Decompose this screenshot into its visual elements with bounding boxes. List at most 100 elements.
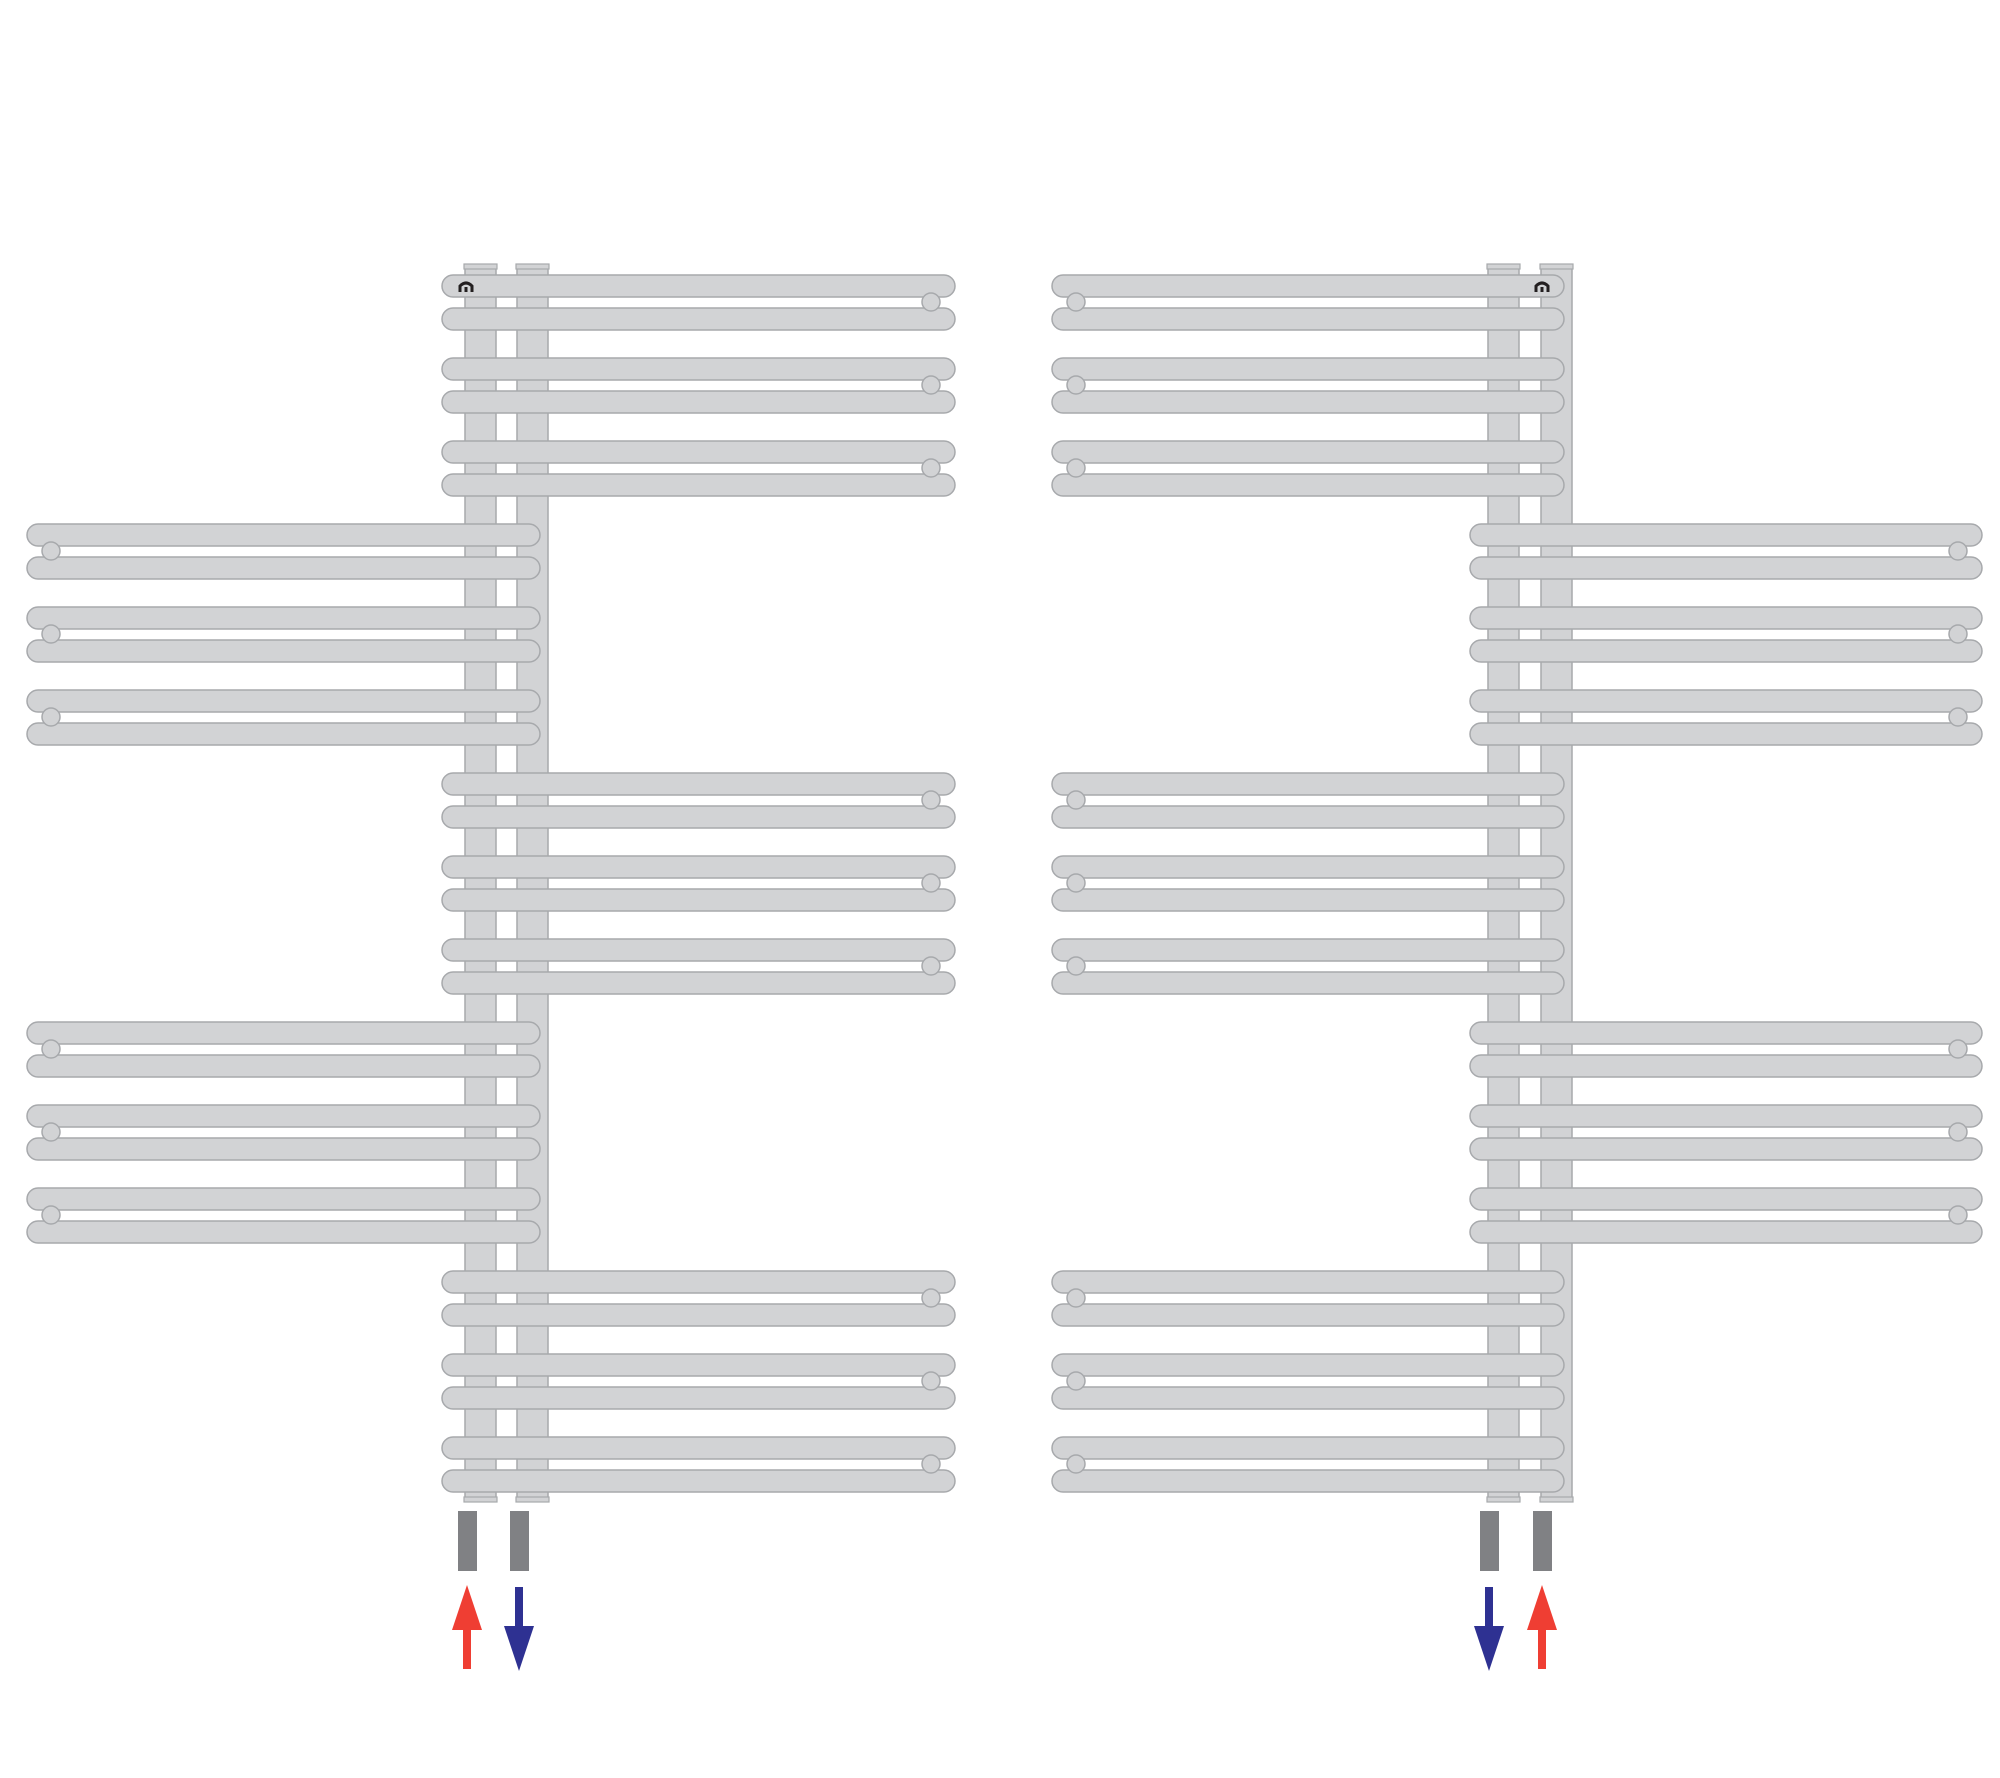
collector-cap <box>1486 1496 1521 1503</box>
towel-bar <box>1051 1270 1565 1294</box>
bar-bend-cap <box>41 1039 61 1059</box>
towel-bar <box>1051 473 1565 497</box>
towel-bar <box>1051 888 1565 912</box>
bar-bend-cap <box>1066 873 1086 893</box>
connection-pipe-flow <box>1533 1511 1552 1571</box>
bar-bend-cap <box>921 292 941 312</box>
towel-bar <box>26 1054 541 1078</box>
collector-tube <box>516 265 549 1501</box>
towel-bar <box>441 772 956 796</box>
towel-bar <box>1051 274 1565 298</box>
bar-bend-cap <box>1066 1288 1086 1308</box>
bar-bend-cap <box>1066 458 1086 478</box>
towel-bar <box>26 606 541 630</box>
towel-bar <box>441 274 956 298</box>
air-vent-stem <box>464 287 468 292</box>
collector-cap <box>515 263 550 270</box>
towel-bar <box>26 639 541 663</box>
towel-bar <box>441 1270 956 1294</box>
towel-bar <box>1469 722 1983 746</box>
bar-bend-cap <box>1948 1122 1968 1142</box>
towel-bar <box>26 556 541 580</box>
collector-cap <box>463 1496 498 1503</box>
collector-cap <box>1539 1496 1574 1503</box>
towel-bar <box>441 1469 956 1493</box>
towel-bar <box>441 473 956 497</box>
return-arrow-down-icon <box>1474 1626 1504 1671</box>
towel-bar <box>441 888 956 912</box>
bar-bend-cap <box>1948 707 1968 727</box>
towel-bar <box>26 1021 541 1045</box>
bar-bend-cap <box>1066 790 1086 810</box>
towel-bar <box>441 1436 956 1460</box>
bar-bend-cap <box>921 790 941 810</box>
bar-bend-cap <box>921 1371 941 1391</box>
towel-bar <box>441 971 956 995</box>
air-vent-icon <box>458 281 474 292</box>
towel-bar <box>26 1137 541 1161</box>
towel-bar <box>1469 1021 1983 1045</box>
towel-bar <box>1469 606 1983 630</box>
towel-bar <box>441 938 956 962</box>
flow-arrow-shaft <box>1538 1625 1546 1669</box>
towel-bar <box>1051 772 1565 796</box>
towel-bar <box>26 689 541 713</box>
bar-bend-cap <box>1948 624 1968 644</box>
bar-bend-cap <box>1066 375 1086 395</box>
return-arrow-shaft <box>515 1587 523 1631</box>
connection-pipe-return <box>1480 1511 1499 1571</box>
connection-pipe-flow <box>458 1511 477 1571</box>
towel-bar <box>26 1220 541 1244</box>
towel-bar <box>1051 805 1565 829</box>
towel-bar <box>1051 307 1565 331</box>
towel-bar <box>441 357 956 381</box>
collector-cap <box>515 1496 550 1503</box>
towel-bar <box>1051 971 1565 995</box>
flow-arrow-up-icon <box>1527 1585 1557 1630</box>
bar-bend-cap <box>921 956 941 976</box>
towel-bar <box>1051 440 1565 464</box>
bar-bend-cap <box>921 873 941 893</box>
towel-bar <box>1469 689 1983 713</box>
towel-bar <box>1469 523 1983 547</box>
towel-bar <box>1469 556 1983 580</box>
towel-bar <box>1051 390 1565 414</box>
towel-bar <box>26 1187 541 1211</box>
bar-bend-cap <box>1066 292 1086 312</box>
flow-arrow-shaft <box>463 1625 471 1669</box>
bar-bend-cap <box>1948 1205 1968 1225</box>
left-radiator <box>26 263 956 1671</box>
bar-bend-cap <box>1948 541 1968 561</box>
collector-cap <box>1539 263 1574 270</box>
return-arrow-down-icon <box>504 1626 534 1671</box>
air-vent-stem <box>1540 287 1544 292</box>
right-radiator <box>1051 263 1983 1671</box>
towel-bar <box>441 1386 956 1410</box>
bar-bend-cap <box>41 707 61 727</box>
towel-bar <box>441 805 956 829</box>
return-arrow-shaft <box>1485 1587 1493 1631</box>
towel-bar <box>441 390 956 414</box>
towel-bar <box>1469 1054 1983 1078</box>
connection-pipe-return <box>510 1511 529 1571</box>
towel-bar <box>26 523 541 547</box>
collector-cap <box>1486 263 1521 270</box>
towel-bar <box>1051 1386 1565 1410</box>
bar-bend-cap <box>41 541 61 561</box>
bar-bend-cap <box>41 1122 61 1142</box>
towel-bar <box>1051 938 1565 962</box>
bar-bend-cap <box>1948 1039 1968 1059</box>
bar-bend-cap <box>1066 1371 1086 1391</box>
towel-bar <box>1051 1469 1565 1493</box>
towel-bar <box>1051 1436 1565 1460</box>
towel-bar <box>441 307 956 331</box>
bar-bend-cap <box>1066 1454 1086 1474</box>
towel-bar <box>441 1303 956 1327</box>
bar-bend-cap <box>41 624 61 644</box>
towel-bar <box>1051 855 1565 879</box>
towel-bar <box>26 722 541 746</box>
bar-bend-cap <box>1066 956 1086 976</box>
flow-arrow-up-icon <box>452 1585 482 1630</box>
bar-bend-cap <box>921 1454 941 1474</box>
